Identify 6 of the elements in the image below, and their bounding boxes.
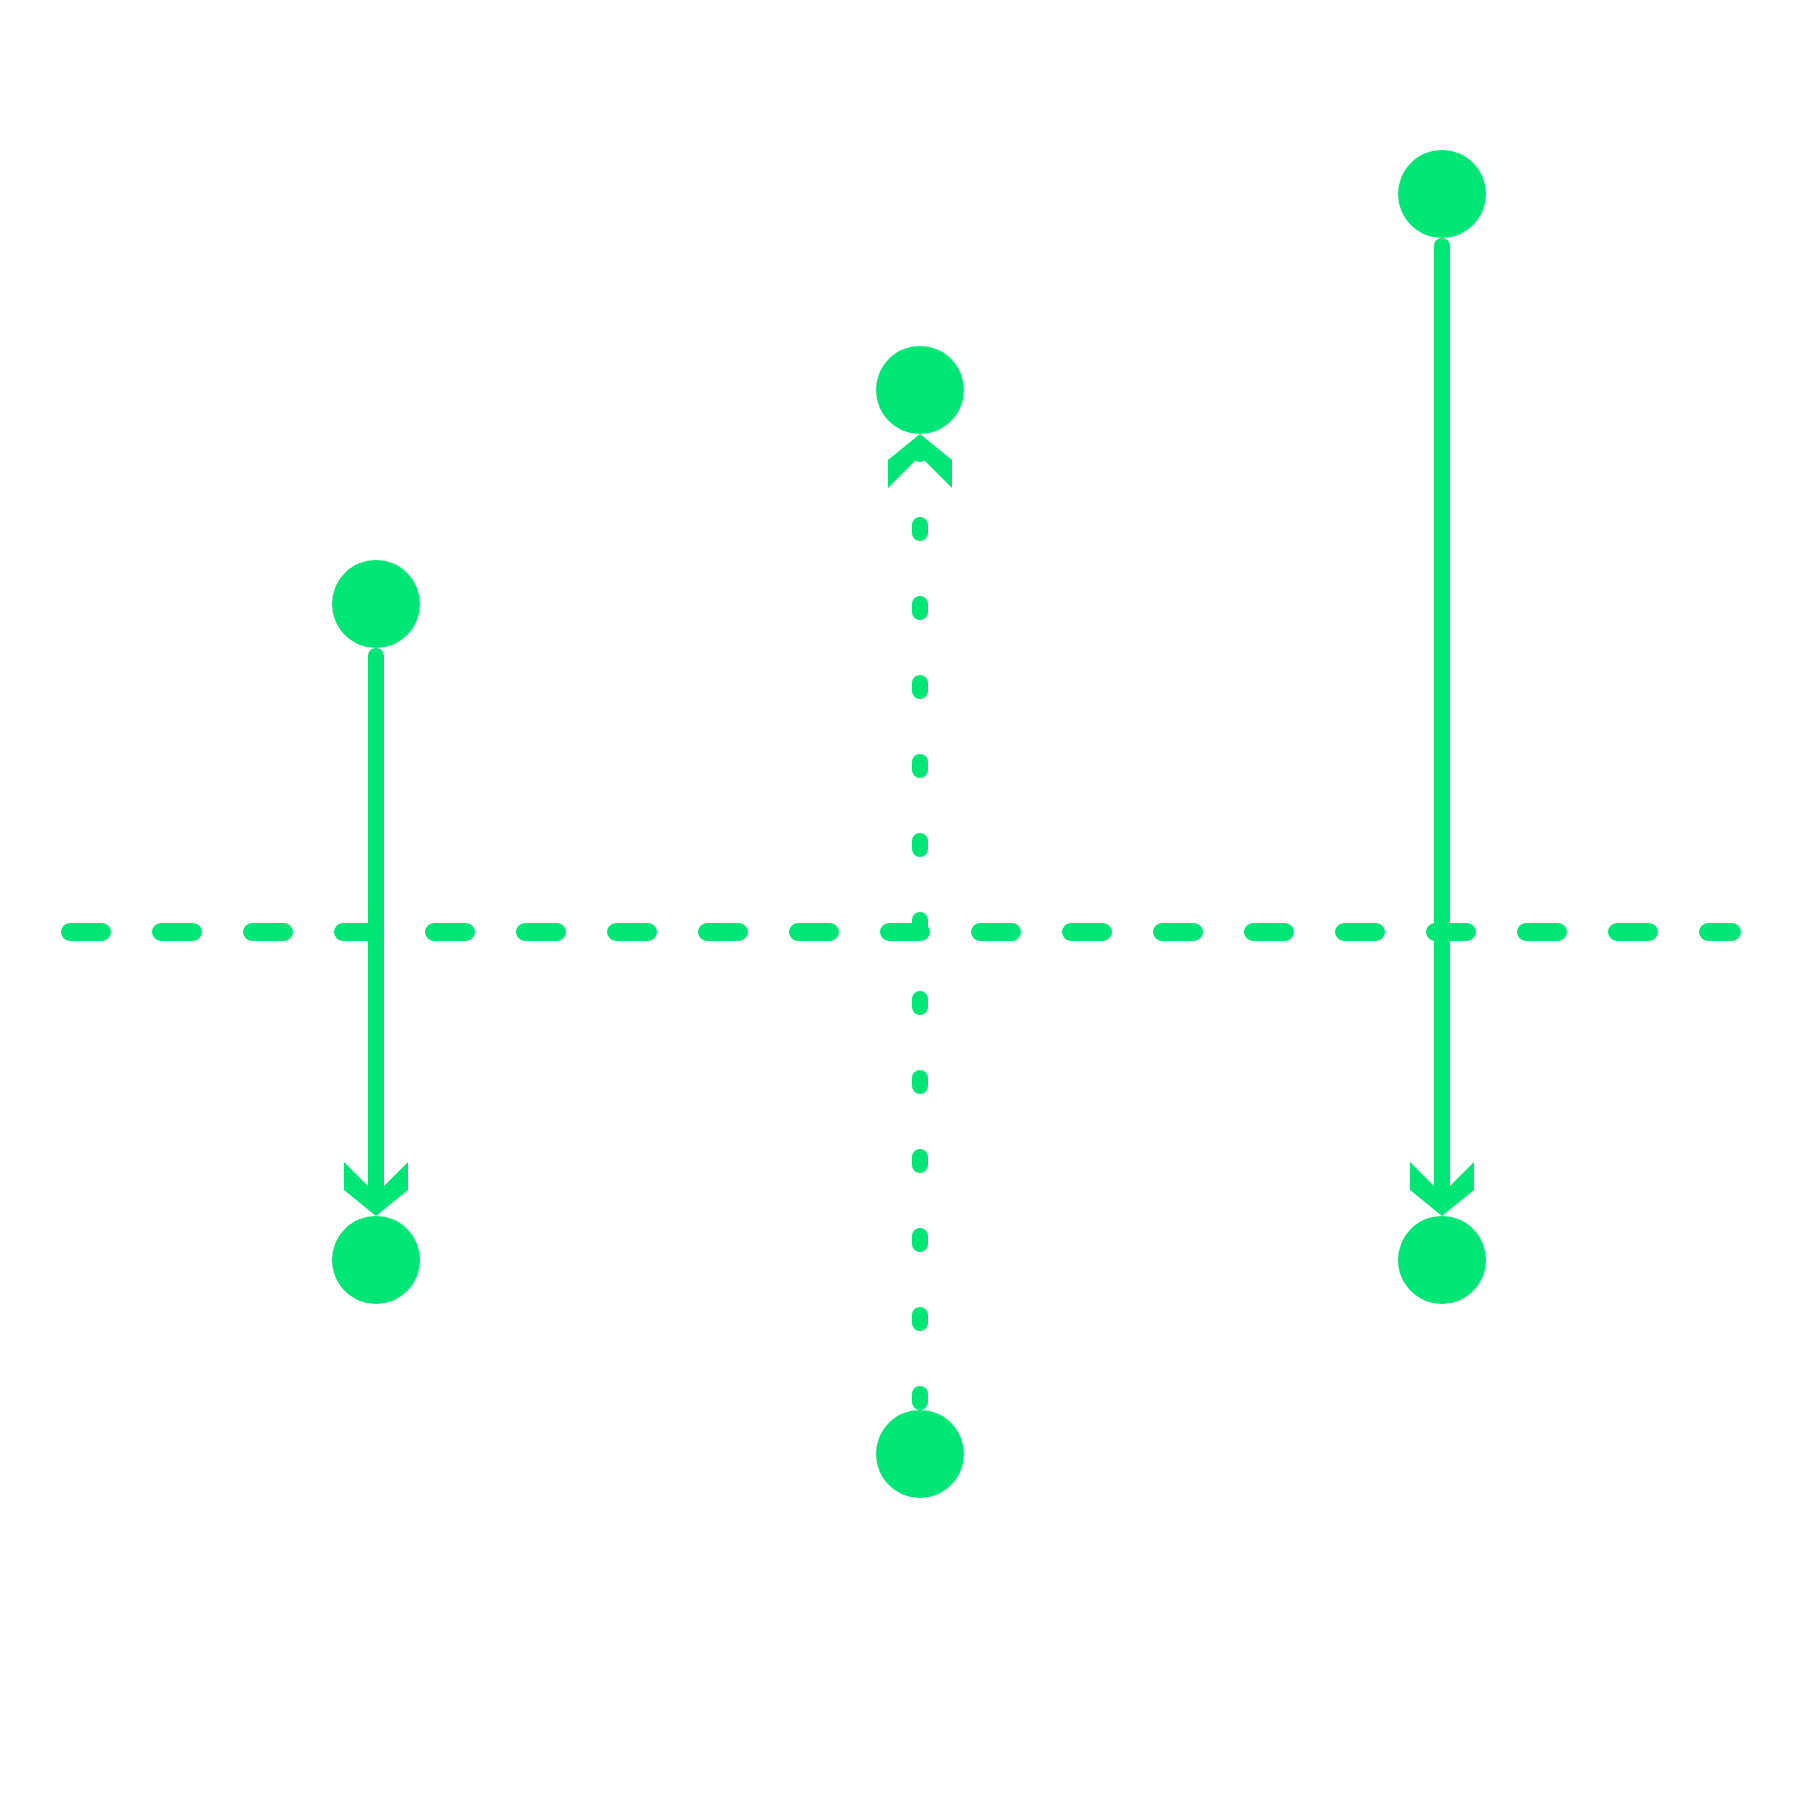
- node-dot: [1398, 150, 1486, 238]
- node-dot: [1398, 1216, 1486, 1304]
- node-dot: [332, 560, 420, 648]
- node-dot: [876, 1410, 964, 1498]
- node-dot: [876, 346, 964, 434]
- node-dot: [332, 1216, 420, 1304]
